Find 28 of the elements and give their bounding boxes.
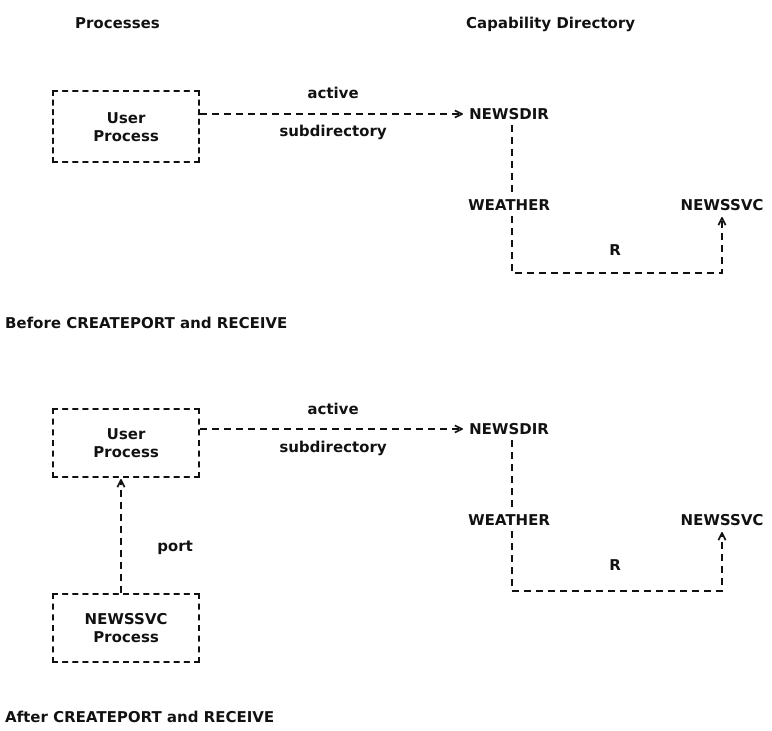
directory-entry: WEATHER	[464, 194, 554, 216]
edge-label: active subdirectory	[278, 83, 388, 142]
directory-entry: NEWSSVC	[674, 194, 770, 216]
process-box	[52, 593, 200, 663]
arrow	[200, 424, 463, 434]
connector-line	[511, 125, 513, 194]
edge-label: R	[608, 240, 622, 260]
process-name: NEWSSVC Process	[84, 610, 168, 646]
arrow	[116, 479, 126, 593]
directory-entry: WEATHER	[464, 509, 554, 531]
process-name: User Process	[92, 108, 160, 144]
column-heading: Processes	[75, 14, 160, 32]
edge-label: active subdirectory	[278, 399, 388, 458]
arrow	[511, 531, 726, 592]
process-box	[52, 90, 200, 163]
column-heading: Capability Directory	[466, 14, 636, 32]
edge-label: R	[608, 555, 622, 575]
directory-entry: NEWSDIR	[464, 103, 554, 125]
connector-line	[511, 440, 513, 509]
directory-entry: NEWSSVC	[674, 509, 770, 531]
edge-label: port	[156, 536, 194, 556]
process-name: User Process	[92, 425, 160, 461]
arrow	[511, 216, 726, 274]
diagram-caption: Before CREATEPORT and RECEIVE	[5, 314, 288, 332]
diagram-caption: After CREATEPORT and RECEIVE	[5, 708, 274, 726]
directory-entry: NEWSDIR	[464, 418, 554, 440]
arrow	[200, 110, 463, 118]
process-box	[52, 408, 200, 478]
